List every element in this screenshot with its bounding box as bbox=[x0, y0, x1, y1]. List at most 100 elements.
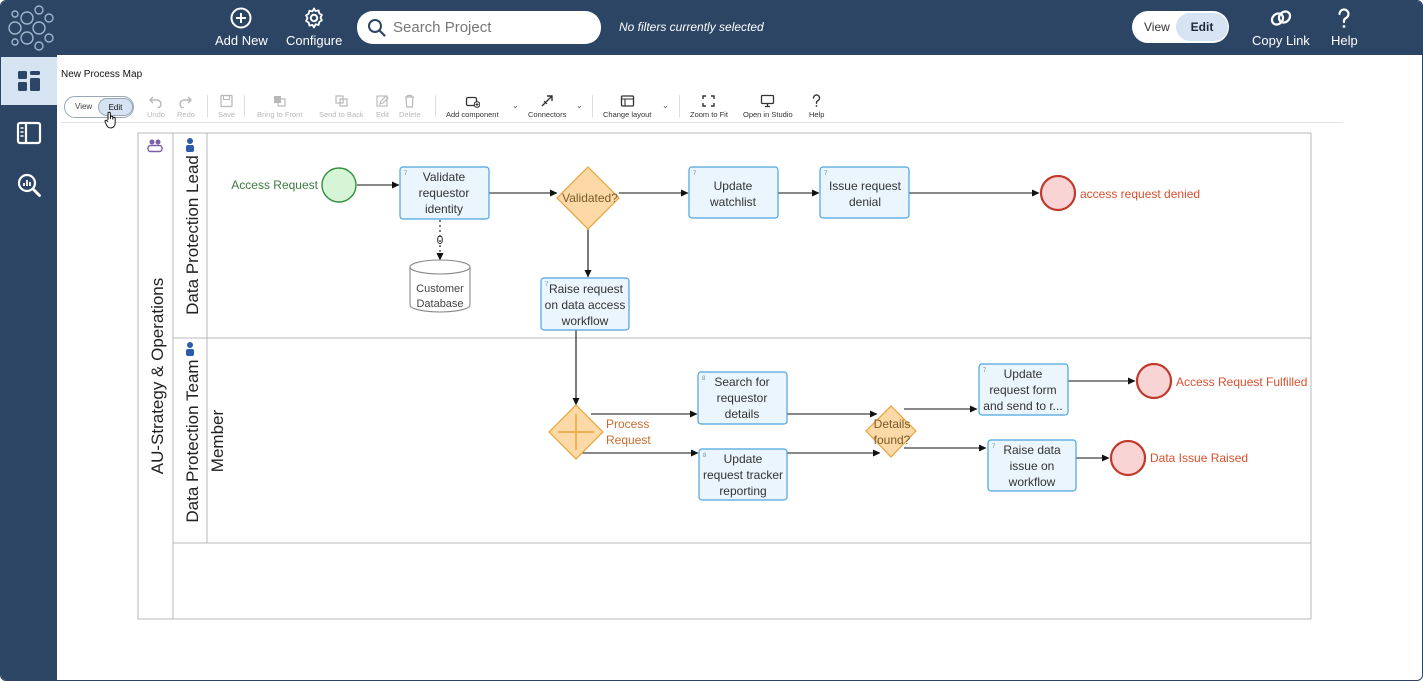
task-label-line: Issue request bbox=[829, 179, 902, 193]
editor-help-button[interactable]: Help bbox=[809, 94, 824, 119]
add-new-label: Add New bbox=[215, 33, 268, 48]
gateway-label: Validated? bbox=[562, 191, 618, 205]
fit-screen-icon bbox=[702, 95, 716, 107]
trash-icon bbox=[405, 94, 415, 108]
task-update-request-form[interactable]: 7 Update request form and send to r... bbox=[978, 363, 1069, 416]
gateway-label: Request bbox=[606, 433, 651, 447]
app-logo-icon[interactable] bbox=[5, 4, 55, 52]
open-in-studio-button[interactable]: Open in Studio bbox=[743, 94, 793, 119]
task-number: 8 bbox=[703, 453, 707, 459]
add-component-dropdown-icon[interactable]: ⌄ bbox=[512, 101, 519, 110]
send-to-back-label: Send to Back bbox=[319, 110, 364, 119]
send-to-back-button[interactable]: Send to Back bbox=[319, 94, 364, 119]
task-update-tracker[interactable]: 8 Update request tracker reporting bbox=[698, 448, 788, 501]
delete-label: Delete bbox=[399, 110, 421, 119]
add-new-button[interactable]: Add New bbox=[215, 6, 268, 48]
editor-edit-option[interactable]: Edit bbox=[98, 98, 133, 116]
sidebar-item-dashboard[interactable] bbox=[1, 57, 57, 105]
send-to-back-icon bbox=[335, 95, 348, 107]
configure-button[interactable]: Configure bbox=[286, 6, 342, 48]
start-event-label: Access Request bbox=[231, 178, 318, 192]
end-event-denied[interactable] bbox=[1039, 174, 1077, 212]
edit-option[interactable]: Edit bbox=[1176, 13, 1228, 41]
task-search-details[interactable]: 8 Search for requestor details bbox=[697, 371, 788, 425]
save-button[interactable]: Save bbox=[218, 94, 235, 119]
delete-button[interactable]: Delete bbox=[399, 94, 421, 119]
end-event-denied-label: access request denied bbox=[1080, 187, 1200, 201]
person-icon bbox=[186, 342, 194, 356]
task-label-line: Raise data bbox=[1003, 443, 1061, 457]
add-component-icon bbox=[465, 96, 480, 108]
task-number: 7 bbox=[693, 171, 697, 177]
connector-icon bbox=[541, 95, 553, 107]
sidebar-item-analytics[interactable] bbox=[1, 161, 57, 209]
end-event-fulfilled[interactable] bbox=[1135, 362, 1173, 400]
view-option[interactable]: View bbox=[1144, 20, 1170, 34]
pool-label: AU-Strategy & Operations bbox=[148, 278, 167, 475]
copy-link-button[interactable]: Copy Link bbox=[1252, 6, 1310, 48]
end-event-issue[interactable] bbox=[1109, 439, 1147, 477]
connectors-button[interactable]: Connectors bbox=[528, 94, 566, 119]
left-sidebar bbox=[1, 55, 57, 680]
task-label-line: issue on bbox=[1010, 459, 1055, 473]
task-raise-data-issue[interactable]: 7 Raise data issue on workflow bbox=[987, 439, 1077, 492]
gateway-details-found[interactable]: Details found? bbox=[865, 405, 917, 458]
task-label-line: Search for bbox=[714, 375, 769, 389]
editor-view-option[interactable]: View bbox=[75, 102, 93, 111]
change-layout-dropdown-icon[interactable]: ⌄ bbox=[662, 101, 669, 110]
task-label-line: identity bbox=[425, 202, 463, 216]
bring-to-front-label: Bring to Front bbox=[257, 110, 303, 119]
copy-link-label: Copy Link bbox=[1252, 33, 1310, 48]
zoom-to-fit-button[interactable]: Zoom to Fit bbox=[690, 94, 728, 119]
help-button[interactable]: Help bbox=[1331, 6, 1358, 48]
task-label-line: requestor bbox=[717, 391, 768, 405]
bring-to-front-button[interactable]: Bring to Front bbox=[257, 94, 302, 119]
task-label-line: requestor bbox=[419, 186, 470, 200]
customer-database[interactable]: Customer Database bbox=[409, 259, 471, 313]
sidebar-item-panels[interactable] bbox=[1, 109, 57, 157]
filters-status: No filters currently selected bbox=[619, 20, 764, 34]
view-edit-toggle[interactable]: View Edit bbox=[1132, 11, 1229, 43]
task-label-line: workflow bbox=[1008, 475, 1056, 489]
start-event[interactable] bbox=[321, 167, 357, 203]
task-raise-request[interactable]: 7 Raise request on data access workflow bbox=[540, 277, 630, 331]
data-association-count: 0 bbox=[437, 233, 444, 247]
task-label-line: Validate bbox=[423, 170, 466, 184]
undo-button[interactable]: Undo bbox=[147, 94, 165, 119]
task-number: 7 bbox=[983, 368, 987, 374]
task-label-line: workflow bbox=[561, 314, 609, 328]
zoom-to-fit-label: Zoom to Fit bbox=[690, 110, 728, 119]
gateway-validated[interactable]: Validated? bbox=[556, 166, 620, 230]
task-label-line: Update bbox=[1004, 367, 1043, 381]
gateway-process-request[interactable]: Process Request bbox=[548, 404, 651, 460]
edit-button[interactable]: Edit bbox=[375, 94, 390, 119]
toolbar-divider bbox=[435, 95, 436, 117]
task-label-line: watchlist bbox=[709, 195, 757, 209]
add-component-button[interactable]: Add component bbox=[446, 94, 499, 119]
layout-icon bbox=[620, 95, 634, 107]
toolbar-divider bbox=[244, 95, 245, 117]
save-icon bbox=[220, 94, 233, 108]
task-issue-denial[interactable]: 7 Issue request denial bbox=[819, 166, 910, 219]
group-icon bbox=[147, 139, 163, 153]
task-validate-identity[interactable]: 7 Validate requestor identity bbox=[399, 166, 490, 220]
task-number: 8 bbox=[702, 376, 706, 382]
task-update-watchlist[interactable]: 7 Update watchlist bbox=[688, 166, 779, 219]
task-label-line: request tracker bbox=[703, 468, 783, 482]
connectors-label: Connectors bbox=[528, 110, 567, 119]
database-label-line: Database bbox=[416, 298, 463, 310]
search-box[interactable] bbox=[357, 11, 601, 44]
task-label-line: Update bbox=[714, 179, 753, 193]
configure-label: Configure bbox=[286, 33, 343, 48]
gateway-label: found? bbox=[874, 433, 911, 447]
gear-icon bbox=[305, 7, 323, 29]
change-layout-button[interactable]: Change layout bbox=[603, 94, 651, 119]
task-number: 7 bbox=[545, 282, 549, 288]
help-label: Help bbox=[1331, 33, 1358, 48]
edit-label: Edit bbox=[376, 110, 389, 119]
search-input[interactable] bbox=[393, 19, 583, 36]
editor-view-edit-toggle[interactable]: View Edit bbox=[64, 96, 134, 118]
redo-button[interactable]: Redo bbox=[177, 94, 195, 119]
map-title: New Process Map bbox=[61, 69, 143, 80]
connectors-dropdown-icon[interactable]: ⌄ bbox=[576, 101, 583, 110]
